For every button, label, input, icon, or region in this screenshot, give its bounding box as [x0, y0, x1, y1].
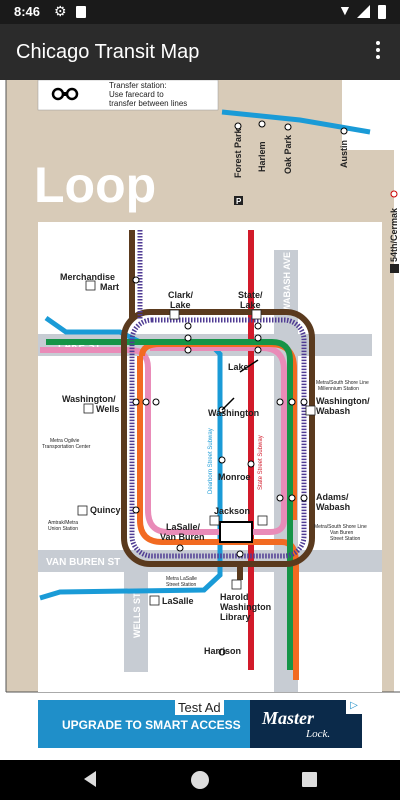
battery-icon	[378, 5, 386, 19]
home-icon[interactable]	[191, 771, 209, 789]
transit-map[interactable]: Transfer station: Use farecard to transf…	[0, 80, 400, 696]
overflow-menu-icon[interactable]	[368, 38, 388, 66]
loop-inset	[38, 222, 382, 692]
station-harrison[interactable]: Harrison	[204, 646, 241, 656]
svg-text:VAN BUREN ST: VAN BUREN ST	[46, 557, 120, 568]
station-lake[interactable]: Lake	[228, 362, 249, 372]
app-title: Chicago Transit Map	[16, 41, 200, 63]
map-white-area	[342, 80, 400, 150]
rail-ogilvie: Metra Ogilvie	[50, 438, 80, 444]
station-austin[interactable]: Austin	[339, 140, 349, 168]
label-dearborn-subway: Dearborn Street Subway	[208, 428, 214, 494]
accessible-icon	[77, 280, 316, 606]
app-bar: Chicago Transit Map	[0, 24, 400, 80]
station-merchandise-mart[interactable]: Merchandise	[60, 272, 115, 282]
region-label-loop: Loop	[34, 157, 156, 213]
station-forest-park[interactable]: Forest Park	[233, 127, 243, 178]
parking-icon	[234, 196, 243, 205]
label-state-subway: State Street Subway	[258, 435, 264, 490]
station-washington[interactable]: Washington	[208, 408, 259, 418]
station-oak-park[interactable]: Oak Park	[283, 134, 293, 174]
station-lasalle[interactable]: LaSalle	[162, 596, 194, 606]
station-adams-wabash[interactable]: Adams/	[316, 492, 349, 502]
svg-text:Library: Library	[220, 612, 251, 622]
ad-headline[interactable]: UPGRADE TO SMART ACCESS	[62, 718, 241, 732]
station-washington-wabash[interactable]: Washington/	[316, 396, 370, 406]
green-line	[46, 339, 293, 670]
svg-text:Wabash: Wabash	[316, 502, 350, 512]
rail-van-buren: Metra/South Shore Line	[314, 524, 367, 530]
svg-text:Lake: Lake	[240, 300, 261, 310]
ad-choices-icon[interactable]: ▷	[346, 700, 362, 714]
legend-text-2: Use farecard to	[109, 90, 164, 99]
station-quincy[interactable]: Quincy	[90, 505, 121, 515]
street-wells-st	[124, 556, 148, 672]
station-jackson[interactable]: Jackson	[214, 506, 250, 516]
station-harlem[interactable]: Harlem	[257, 141, 267, 172]
rail-millennium: Metra/South Shore Line	[316, 380, 369, 386]
station-harold-washington-library[interactable]: Harold	[220, 592, 249, 602]
sd-card-icon	[76, 6, 86, 18]
svg-text:Union Station: Union Station	[48, 526, 78, 532]
station-lasalle-van-buren[interactable]: LaSalle/	[166, 522, 201, 532]
svg-text:Mart: Mart	[100, 282, 119, 292]
back-icon[interactable]	[84, 771, 96, 787]
station-clark-lake[interactable]: Clark/	[168, 290, 194, 300]
station-washington-wells[interactable]: Washington/	[62, 394, 116, 404]
svg-text:Wells: Wells	[96, 404, 119, 414]
status-bar: 8:46 ⚙ ▼	[0, 0, 400, 24]
svg-text:WABASH AVE: WABASH AVE	[282, 252, 292, 312]
map-canvas[interactable]: Transfer station: Use farecard to transf…	[0, 80, 400, 696]
ad-creative[interactable]: Test Ad UPGRADE TO SMART ACCESS Master L…	[38, 700, 362, 748]
svg-text:Washington: Washington	[220, 602, 271, 612]
ad-brand-logo[interactable]: Master Lock. ▷	[250, 700, 362, 748]
svg-text:LAKE ST: LAKE ST	[58, 341, 101, 352]
legend-text-1: Transfer station:	[109, 81, 167, 90]
signal-icon	[357, 5, 370, 18]
parking-icon-cermak	[390, 264, 399, 273]
svg-text:Street Station: Street Station	[330, 536, 361, 542]
station-monroe[interactable]: Monroe	[218, 472, 251, 482]
gear-icon: ⚙	[54, 3, 67, 19]
svg-text:Transportation Center: Transportation Center	[42, 444, 91, 450]
system-nav-bar	[0, 760, 400, 800]
rail-union: Amtrak/Metra	[48, 520, 78, 526]
green-line-west	[221, 109, 371, 135]
svg-text:Lake: Lake	[170, 300, 191, 310]
station-54th-cermak[interactable]: 54th/Cermak	[389, 207, 399, 262]
svg-text:P: P	[236, 197, 242, 206]
wifi-icon: ▼	[338, 2, 352, 18]
svg-text:Millennium Station: Millennium Station	[318, 386, 359, 392]
svg-text:Wabash: Wabash	[316, 406, 350, 416]
ad-banner[interactable]: Test Ad UPGRADE TO SMART ACCESS Master L…	[0, 696, 400, 760]
svg-text:Van Buren: Van Buren	[160, 532, 205, 542]
purple-line	[129, 317, 307, 559]
legend-text-3: transfer between lines	[109, 99, 187, 108]
svg-text:Street Station: Street Station	[166, 582, 197, 588]
svg-text:WELLS ST: WELLS ST	[132, 592, 142, 638]
brown-line	[121, 309, 315, 567]
recents-icon[interactable]	[302, 772, 317, 787]
rail-lasalle-street: Metra LaSalle	[166, 576, 197, 582]
transfer-station-icon	[51, 87, 79, 101]
status-time: 8:46	[14, 4, 41, 19]
jackson-transfer	[219, 521, 253, 543]
station-state-lake[interactable]: State/	[238, 290, 263, 300]
svg-text:Van Buren: Van Buren	[330, 530, 353, 536]
ad-label: Test Ad	[175, 700, 224, 715]
station-markers	[132, 276, 308, 656]
